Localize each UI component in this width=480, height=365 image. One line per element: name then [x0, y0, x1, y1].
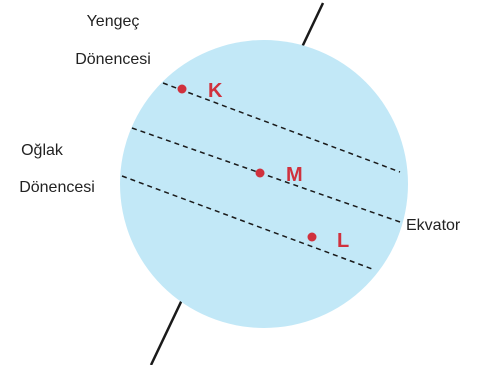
- tropic-of-cancer-label-line1: Yengeç: [87, 13, 140, 30]
- point-k-marker: [177, 84, 187, 94]
- tropic-of-cancer-label-line2: Dönencesi: [75, 51, 151, 68]
- point-m-label: M: [286, 164, 303, 186]
- equator-label: Ekvator: [406, 217, 461, 234]
- point-l-marker: [307, 232, 317, 242]
- tropic-of-capricorn-label-line2: Dönencesi: [19, 179, 95, 196]
- point-l-label: L: [337, 230, 349, 252]
- tropic-of-capricorn-label-line1: Oğlak: [21, 142, 64, 159]
- point-k-label: K: [208, 80, 223, 102]
- point-m-marker: [255, 168, 265, 178]
- equator-line: [131, 127, 401, 223]
- tropic-of-cancer-line: [162, 82, 401, 173]
